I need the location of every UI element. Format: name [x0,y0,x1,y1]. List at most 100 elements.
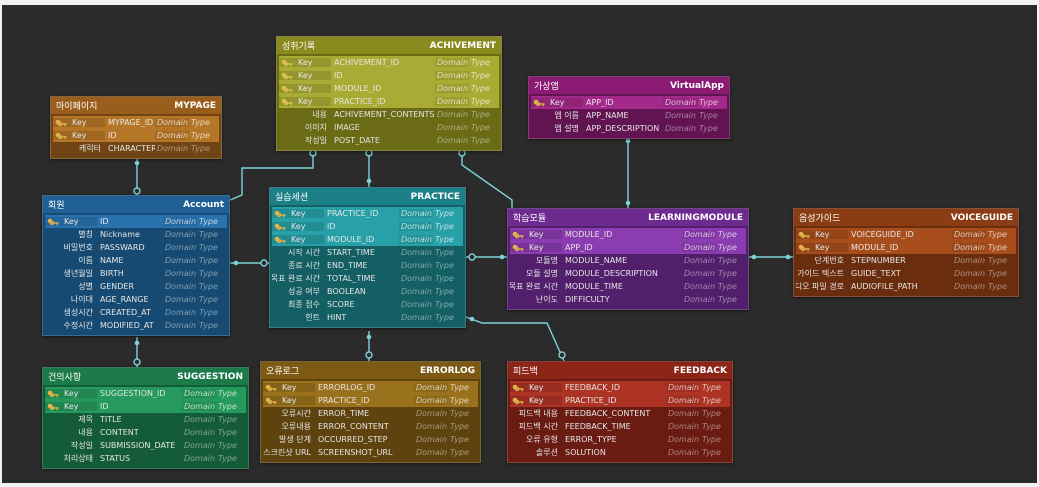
attribute-domain: Domain [165,230,197,239]
attribute-name: STEPNUMBER [851,256,906,265]
attribute-name: MODULE_ID [327,235,375,244]
entity-korean-name: 성취기록 [282,42,316,52]
attribute-label: 모듈 설명 [526,269,558,278]
optional-marker [133,187,141,195]
attribute-label: 작성일 [304,136,327,145]
key-icon [274,236,286,244]
attribute-type: Type [435,222,454,231]
entity-korean-name: 실습세션 [275,193,309,203]
attribute-type: Type [988,256,1007,265]
attribute-type: Type [199,308,218,317]
attribute-label: 솔루션 [535,448,558,457]
attribute-name: ID [327,222,336,231]
attribute-name: MODULE_ID [334,84,382,93]
attribute-type: Type [988,243,1007,252]
entity-name: LEARNINGMODULE [648,212,743,223]
attribute-domain: Domain [416,409,448,418]
attribute-label: Key [298,97,313,106]
attribute-label: 목표 완료 시간 [272,274,320,283]
